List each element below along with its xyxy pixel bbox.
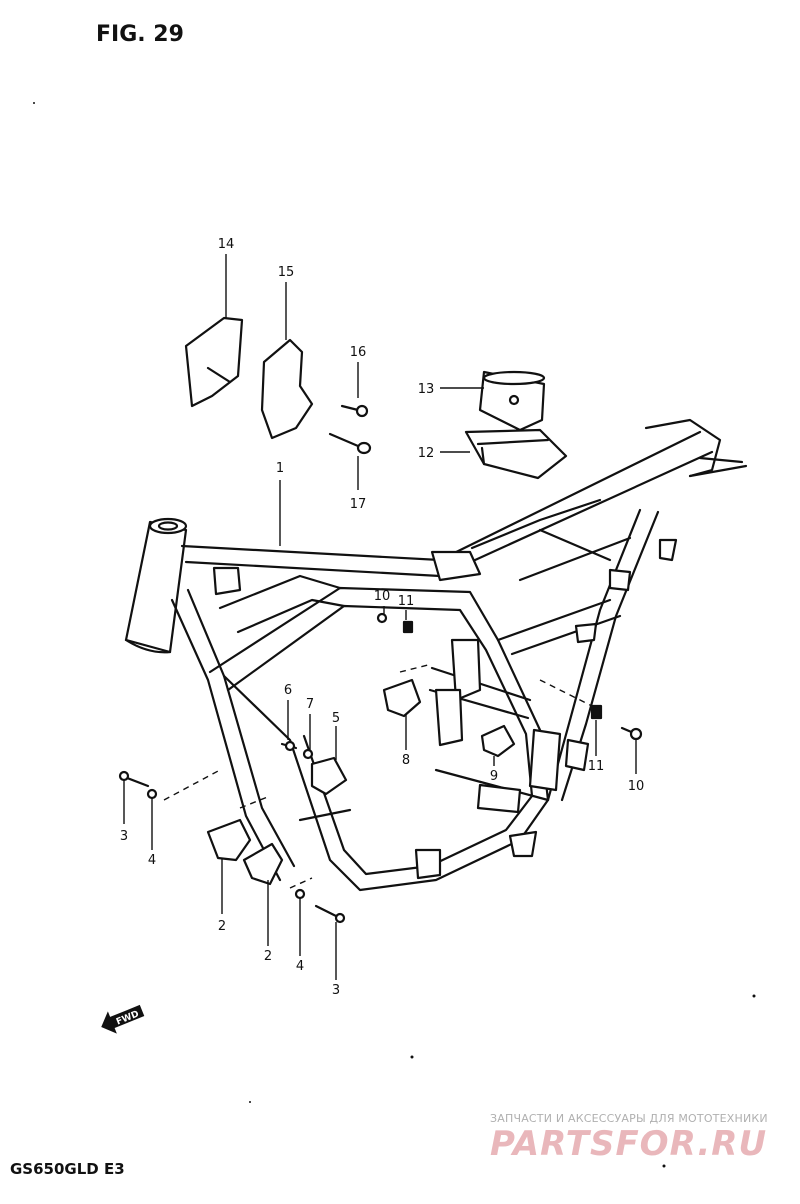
callout-10-right: 10	[628, 779, 645, 794]
engine-mount-plate-2b	[242, 842, 284, 886]
callout-labels: 14 15 16 17 13 12 1 10 11 6 7 5 8 9 11 1…	[120, 237, 644, 998]
callout-9: 9	[490, 769, 498, 784]
bolt-16	[340, 404, 369, 418]
figure-title: FIG. 29	[96, 22, 184, 47]
callout-7: 7	[306, 697, 314, 712]
callout-11-right: 11	[588, 759, 605, 774]
engine-mount-plate-9	[480, 724, 516, 758]
watermark-logo: PARTSFOR.RU	[490, 1124, 768, 1164]
battery-cap-13	[478, 370, 546, 432]
bolt-6-head	[284, 740, 296, 752]
nut-11a	[402, 620, 414, 634]
leader-lines	[123, 254, 637, 980]
frame-mount-lugs	[212, 538, 678, 880]
fwd-label: FWD	[115, 1009, 141, 1027]
callout-15: 15	[278, 265, 295, 280]
callout-2-left: 2	[218, 919, 226, 934]
callout-6: 6	[284, 683, 292, 698]
watermark-caption: ЗАПЧАСТИ И АКСЕССУАРЫ ДЛЯ МОТОТЕХНИКИ	[490, 1112, 768, 1125]
callout-4-right: 4	[296, 959, 304, 974]
side-cover-bracket-left	[184, 316, 244, 408]
callout-11-top: 11	[398, 594, 415, 609]
model-code: GS650GLD E3	[10, 1160, 125, 1178]
battery-tray-12	[464, 428, 568, 480]
callout-1: 1	[276, 461, 284, 476]
callout-14: 14	[218, 237, 235, 252]
side-cover-bracket-right	[260, 338, 314, 440]
callout-5: 5	[332, 711, 340, 726]
nut-4a	[146, 788, 158, 800]
callout-17: 17	[350, 497, 367, 512]
steering-head	[124, 517, 188, 654]
callout-2-right: 2	[264, 949, 272, 964]
nut-7	[302, 748, 314, 760]
callout-16: 16	[350, 345, 367, 360]
forward-arrow-icon: FWD	[101, 1004, 145, 1034]
bolt-10a	[376, 612, 388, 624]
engine-mount-plate-8	[382, 678, 422, 718]
callout-4-left: 4	[148, 853, 156, 868]
callout-12: 12	[418, 446, 435, 461]
nut-4b	[294, 888, 306, 900]
bolt-3b-head	[334, 912, 346, 924]
bolt-10b-head	[629, 727, 643, 741]
nut-11b	[590, 704, 603, 720]
engine-mount-plate-5	[310, 756, 348, 796]
bolt-3a-head	[118, 770, 130, 782]
bolt-17	[328, 432, 372, 455]
engine-mount-plate-2a	[206, 818, 252, 862]
callout-13: 13	[418, 382, 435, 397]
scan-specks	[33, 102, 756, 1168]
callout-8: 8	[402, 753, 410, 768]
bracket-stud	[206, 366, 232, 384]
callout-10-top: 10	[374, 589, 391, 604]
callout-3-right: 3	[332, 983, 340, 998]
callout-3-left: 3	[120, 829, 128, 844]
